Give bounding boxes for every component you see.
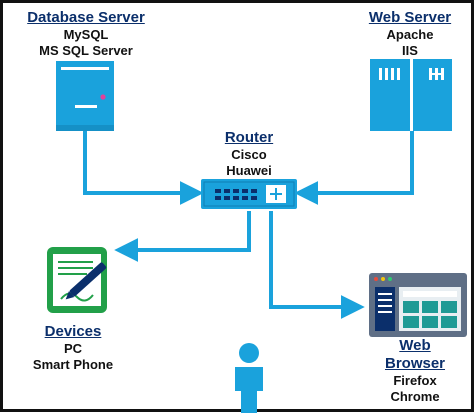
devices-label: Devices PC Smart Phone: [13, 323, 133, 373]
database-server-title: Database Server: [27, 9, 145, 26]
web-server-line-1: Apache: [386, 27, 434, 42]
router-title: Router: [224, 129, 274, 146]
devices-title: Devices: [44, 323, 102, 340]
web-server-label: Web Server Apache IIS: [355, 9, 465, 59]
web-server-line-2: IIS: [402, 43, 418, 58]
browser-window-icon: [369, 273, 467, 337]
router-line-1: Cisco: [231, 147, 267, 162]
connection-db-router: [83, 131, 204, 205]
devices-line-2: Smart Phone: [32, 357, 114, 372]
router-icon: [201, 179, 297, 209]
devices-line-1: PC: [63, 341, 83, 356]
web-browser-line-1: Firefox: [393, 373, 437, 388]
server-rack-icon: [370, 59, 452, 131]
web-browser-label: Web Browser Firefox Chrome: [365, 337, 465, 405]
connection-webserver-router: [294, 131, 414, 205]
database-server-line-1: MySQL: [63, 27, 109, 42]
server-tower-icon: [56, 61, 114, 131]
database-server-label: Database Server MySQL MS SQL Server: [11, 9, 161, 59]
connection-router-devices: [114, 211, 251, 262]
web-server-title: Web Server: [368, 9, 452, 26]
tablet-stylus-icon: [47, 247, 107, 313]
web-browser-line-2: Chrome: [390, 389, 440, 404]
connection-router-browser: [269, 211, 365, 319]
web-browser-title-line-1: Web: [399, 337, 431, 354]
router-line-2: Huawei: [226, 163, 272, 178]
user-icon: [235, 343, 263, 413]
diagram-graphics: [47, 59, 467, 413]
web-browser-title-line-2: Browser: [384, 355, 446, 372]
database-server-line-2: MS SQL Server: [39, 43, 133, 58]
router-label: Router Cisco Huawei: [199, 129, 299, 179]
